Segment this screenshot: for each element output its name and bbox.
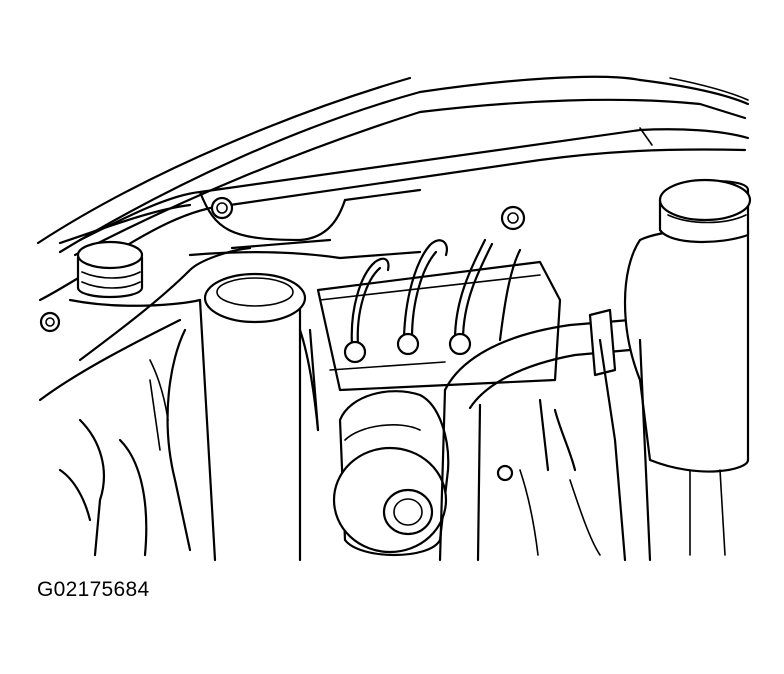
misc-hoses — [519, 469, 726, 556]
strut-tower — [166, 272, 307, 562]
lower-left-components — [58, 359, 169, 557]
brake-lines — [343, 238, 522, 364]
abs-actuator — [298, 260, 562, 432]
pump-motor — [332, 390, 450, 556]
radiator-hose — [438, 308, 632, 562]
figure-code-label: G02175684 — [37, 578, 150, 601]
reservoir-cap — [76, 240, 144, 299]
cowl-panel — [58, 127, 750, 264]
coolant-tank — [623, 178, 752, 473]
fender-apron — [38, 246, 252, 402]
hose-clamp — [496, 338, 652, 562]
bolts — [39, 196, 526, 333]
